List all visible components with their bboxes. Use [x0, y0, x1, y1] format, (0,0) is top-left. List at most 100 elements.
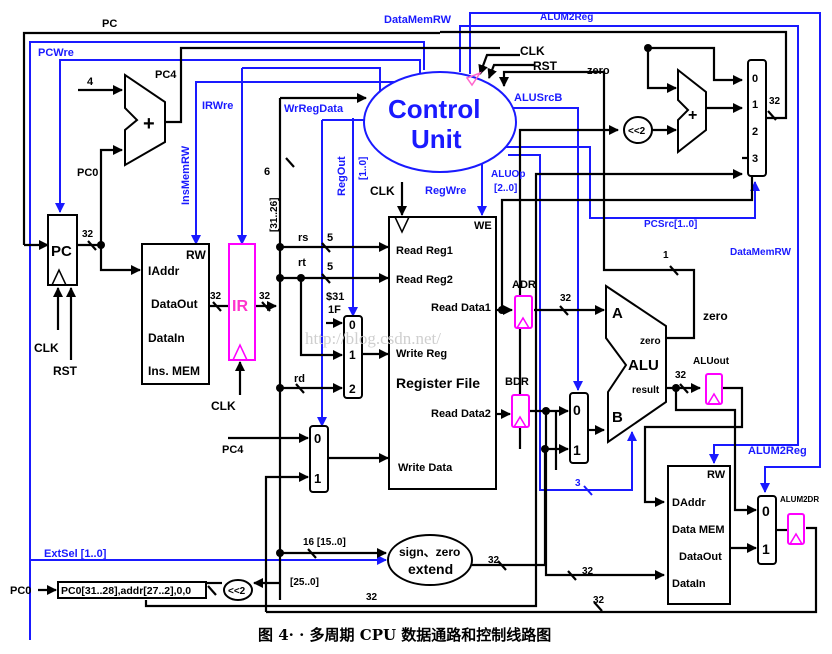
pcsrc-mux-in3: 3: [752, 153, 758, 165]
pc-clock-triangle-icon: [51, 268, 67, 286]
pc-adder: [124, 73, 166, 167]
rt-width-label: 5: [327, 261, 333, 273]
labels: PC PCWre 4 PC4 PC0 32 CLK RST InsMemRW I…: [10, 12, 819, 606]
pc-iaddr-wire: [77, 243, 141, 275]
alusrcb-mux: [569, 392, 589, 464]
pc4-pcsrc0-wire: [648, 46, 743, 85]
pc-feedback-wire: [22, 31, 440, 245]
alu-name-label: ALU: [628, 357, 659, 374]
regout-label: RegOut: [336, 156, 348, 196]
aluop-bits-label: [2..0]: [494, 183, 517, 194]
op-bits-label: [31..26]: [269, 198, 280, 232]
alu-zero-label: zero: [640, 336, 661, 347]
pc0-label: PC0: [77, 167, 98, 179]
pcwre-label: PCWre: [38, 47, 74, 59]
ir-label: IR: [232, 298, 248, 315]
datamemrw-wire: [459, 25, 799, 464]
rf-readdata2-label: Read Data2: [431, 408, 491, 420]
instruction-memory: [141, 243, 210, 385]
insmem-datain-label: DataIn: [148, 331, 185, 345]
cu-rst-label: RST: [533, 59, 558, 73]
rf-writedata-label: Write Data: [398, 462, 453, 474]
aluout-label: ALUout: [693, 356, 730, 367]
alum2dr-label: ALUM2DR: [780, 495, 819, 504]
aluout-register: [705, 373, 723, 405]
pcsrc-mux-in2: 2: [752, 126, 758, 138]
pc-register: [47, 214, 78, 286]
alum2reg-right-label: ALUM2Reg: [748, 445, 807, 457]
wrregdata-mux-in0: 0: [314, 431, 321, 446]
pc-label: PC: [51, 243, 72, 260]
pc-width-label: 32: [82, 229, 94, 240]
jump-width-label: 32: [366, 592, 378, 603]
regout-mux-in1: 1: [349, 348, 356, 362]
regout-mux: [343, 315, 363, 399]
datamemrw-right-label: DataMemRW: [730, 247, 791, 258]
insmem-name-label: Ins. MEM: [148, 364, 200, 378]
wrregdata-mux-in1: 1: [314, 471, 321, 486]
pc4-label-top: PC4: [155, 69, 177, 81]
jump-address-concat: [57, 581, 207, 599]
rf-readdata1-label: Read Data1: [431, 302, 491, 314]
bdr-datain-wire: [544, 411, 665, 580]
rs-width-label: 5: [327, 232, 333, 244]
cu-clock-triangle-icon: [465, 71, 482, 87]
pc-rst-label: RST: [53, 364, 78, 378]
zero-wire: [499, 70, 696, 340]
rf-readreg1-label: Read Reg1: [396, 245, 453, 257]
insmem-rw-label: RW: [186, 248, 206, 262]
zero-width-label: 1: [663, 250, 669, 261]
sign-zero-extend: [387, 534, 473, 586]
adr-width-label: 32: [560, 293, 572, 304]
branch-adder-plus: +: [688, 107, 697, 124]
zero-out-label: zero: [703, 309, 728, 323]
cu-label-control: Control: [388, 94, 480, 124]
insmem-dataout-label: DataOut: [151, 297, 198, 311]
alu-result-label: result: [632, 385, 660, 396]
alum2dr-register: [787, 513, 805, 545]
pcsrc-label: PCSrc[1..0]: [644, 219, 697, 230]
adr-register: [514, 295, 533, 329]
adr-label: ADR: [512, 279, 536, 291]
datamem-daddr-label: DAddr: [672, 497, 706, 509]
alu: [605, 284, 667, 444]
branch-adder: [677, 67, 707, 155]
figure-caption: 图 4· · 多周期 CPU 数据通路和控制线路图: [258, 626, 551, 644]
alu-b-label: B: [612, 409, 623, 426]
regout-mux-in0: 0: [349, 318, 356, 332]
rf-writereg-label: Write Reg: [396, 348, 447, 360]
pc4-label-mux: PC4: [222, 444, 244, 456]
extsel-outer-wire: [29, 41, 425, 640]
extend-label-1: sign、zero: [399, 545, 460, 559]
regout-mux-in2: 2: [349, 382, 356, 396]
rf-readreg2-label: Read Reg2: [396, 274, 453, 286]
datamem-name-label: Data MEM: [672, 524, 725, 536]
shift-left-2-branch: [623, 116, 653, 144]
rs-label: rs: [298, 232, 308, 244]
adr-clock-triangle-icon: [516, 316, 530, 329]
pc-adder-plus: +: [143, 113, 155, 135]
rf-clock-triangle-icon: [394, 216, 410, 234]
alusrcb-label: ALUSrcB: [514, 92, 562, 104]
cu-rst-wire: [487, 63, 535, 79]
ext-shift-wire: [518, 125, 619, 449]
jump-pc0-label: PC0: [10, 585, 31, 597]
datain-width-label: 32: [582, 566, 594, 577]
alum2reg-top-label: ALUM2Reg: [540, 12, 593, 23]
control-lines: [22, 12, 821, 640]
alum2reg-mux-in1: 1: [762, 541, 770, 557]
pcsrc-mux-in1: 1: [752, 99, 758, 111]
pc-feedback-label: PC: [102, 18, 117, 30]
aluop-width-tick: [583, 485, 593, 496]
cu-zero-label: zero: [587, 65, 610, 77]
rd-label: rd: [294, 373, 305, 385]
jump-concat-label: PC0[31..28],addr[27..2],0,0: [61, 585, 191, 597]
pc4-branch-adder-wire: [646, 48, 677, 93]
result-mux-wire: [674, 388, 757, 515]
pcsrc-mux: [747, 59, 767, 177]
rt-mux-wire: [299, 278, 343, 360]
data-memory: [667, 465, 731, 605]
alum2reg-wire: [469, 12, 821, 493]
ir-width-label: 32: [259, 291, 271, 302]
